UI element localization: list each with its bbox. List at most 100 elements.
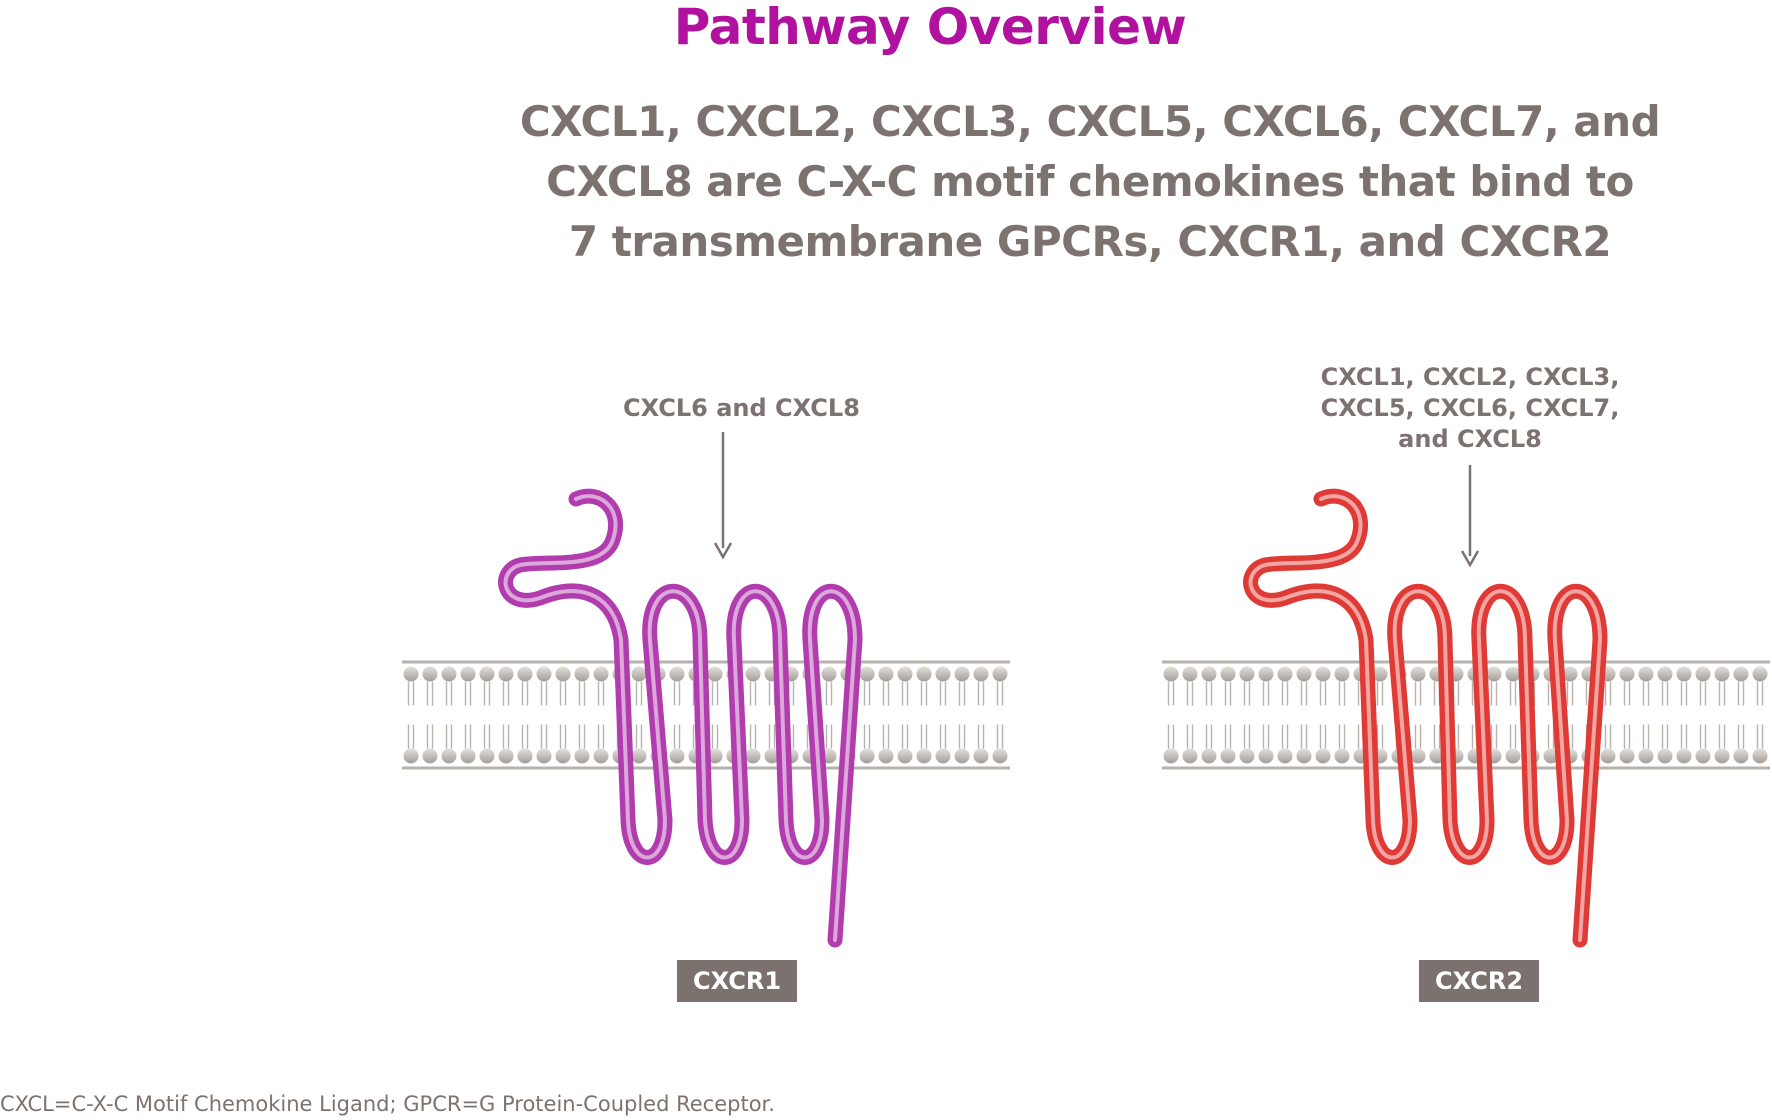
- lipid-head: [1201, 748, 1217, 764]
- lipid-head: [992, 666, 1008, 682]
- lipid-head: [935, 666, 951, 682]
- lipid-head: [1163, 666, 1179, 682]
- lipid-head: [1638, 748, 1654, 764]
- subtitle-line-1: CXCL1, CXCL2, CXCL3, CXCL5, CXCL6, CXCL7…: [519, 97, 1661, 146]
- lipid-head: [954, 666, 970, 682]
- receptor-cxcr2-protein: [1243, 488, 1608, 948]
- subtitle-line-3: 7 transmembrane GPCRs, CXCR1, and CXCR2: [568, 217, 1612, 266]
- receptor-cxcr1-protein: [498, 488, 863, 948]
- lipid-head: [1505, 666, 1521, 682]
- ligand-arrow-cxcr1: [713, 432, 733, 560]
- lipid-head: [1486, 666, 1502, 682]
- lipid-head: [441, 748, 457, 764]
- lipid-head: [1258, 666, 1274, 682]
- lipid-head: [441, 666, 457, 682]
- lipid-head: [916, 748, 932, 764]
- lipid-head: [403, 666, 419, 682]
- lipid-head: [764, 748, 780, 764]
- lipid-head: [1163, 748, 1179, 764]
- lipid-head: [1752, 666, 1768, 682]
- lipid-head: [574, 666, 590, 682]
- lipid-head: [973, 748, 989, 764]
- lipid-head: [669, 748, 685, 764]
- lipid-head: [1372, 666, 1388, 682]
- lipid-head: [707, 666, 723, 682]
- footnote: CXCL=C-X-C Motif Chemokine Ligand; GPCR=…: [0, 1092, 775, 1116]
- lipid-head: [1277, 748, 1293, 764]
- lipid-head: [1619, 748, 1635, 764]
- page-title: Pathway Overview: [673, 0, 1187, 56]
- lipid-head: [460, 748, 476, 764]
- ligand-label-cxcr2: CXCL1, CXCL2, CXCL3, CXCL5, CXCL6, CXCL7…: [1320, 362, 1620, 455]
- lipid-head: [821, 666, 837, 682]
- lipid-head: [1505, 748, 1521, 764]
- lipid-head: [1334, 666, 1350, 682]
- lipid-head: [1201, 666, 1217, 682]
- lipid-head: [859, 748, 875, 764]
- lipid-head: [1676, 748, 1692, 764]
- lipid-head: [1562, 666, 1578, 682]
- lipid-head: [1220, 748, 1236, 764]
- cell-membrane-cxcr2: [1162, 660, 1770, 770]
- lipid-head: [992, 748, 1008, 764]
- lipid-head: [422, 666, 438, 682]
- lipid-head: [593, 666, 609, 682]
- lipid-head: [498, 666, 514, 682]
- lipid-head: [593, 748, 609, 764]
- ligand-arrow-cxcr2: [1460, 465, 1480, 568]
- lipid-head: [555, 666, 571, 682]
- lipid-head: [669, 666, 685, 682]
- ligand-label-line: CXCL6 and CXCL8: [623, 394, 860, 422]
- lipid-head: [897, 748, 913, 764]
- lipid-head: [1695, 666, 1711, 682]
- lipid-head: [878, 748, 894, 764]
- lipid-head: [954, 748, 970, 764]
- subtitle: CXCL1, CXCL2, CXCL3, CXCL5, CXCL6, CXCL7…: [500, 92, 1680, 272]
- lipid-head: [631, 666, 647, 682]
- lipid-head: [1182, 666, 1198, 682]
- lipid-head: [422, 748, 438, 764]
- lipid-head: [897, 666, 913, 682]
- lipid-head: [1182, 748, 1198, 764]
- ligand-label-line: and CXCL8: [1398, 425, 1542, 453]
- lipid-head: [536, 748, 552, 764]
- lipid-head: [1714, 748, 1730, 764]
- subtitle-line-2: CXCL8 are C-X-C motif chemokines that bi…: [546, 157, 1634, 206]
- lipid-head: [460, 666, 476, 682]
- lipid-head: [916, 666, 932, 682]
- lipid-head: [745, 748, 761, 764]
- lipid-head: [1543, 748, 1559, 764]
- lipid-head: [1600, 748, 1616, 764]
- ligand-label-line: CXCL5, CXCL6, CXCL7,: [1320, 394, 1620, 422]
- lipid-head: [935, 748, 951, 764]
- lipid-head: [1296, 748, 1312, 764]
- lipid-head: [479, 666, 495, 682]
- lipid-head: [479, 748, 495, 764]
- lipid-head: [1220, 666, 1236, 682]
- lipid-head: [1239, 748, 1255, 764]
- lipid-head: [1315, 748, 1331, 764]
- lipid-head: [1277, 666, 1293, 682]
- receptor-label-cxcr2: CXCR2: [1419, 960, 1540, 1002]
- lipid-head: [1239, 666, 1255, 682]
- lipid-head: [1410, 666, 1426, 682]
- ligand-label-cxcr1: CXCL6 and CXCL8: [623, 393, 860, 424]
- lipid-head: [1410, 748, 1426, 764]
- lipid-head: [1752, 748, 1768, 764]
- lipid-head: [973, 666, 989, 682]
- lipid-head: [1695, 748, 1711, 764]
- lipid-head: [859, 666, 875, 682]
- lipid-head: [1733, 666, 1749, 682]
- lipid-head: [1657, 748, 1673, 764]
- lipid-head: [1676, 666, 1692, 682]
- lipid-head: [707, 748, 723, 764]
- lipid-head: [745, 666, 761, 682]
- lipid-head: [555, 748, 571, 764]
- lipid-head: [1334, 748, 1350, 764]
- lipid-head: [403, 748, 419, 764]
- lipid-head: [1733, 748, 1749, 764]
- lipid-head: [517, 666, 533, 682]
- lipid-head: [1258, 748, 1274, 764]
- lipid-head: [878, 666, 894, 682]
